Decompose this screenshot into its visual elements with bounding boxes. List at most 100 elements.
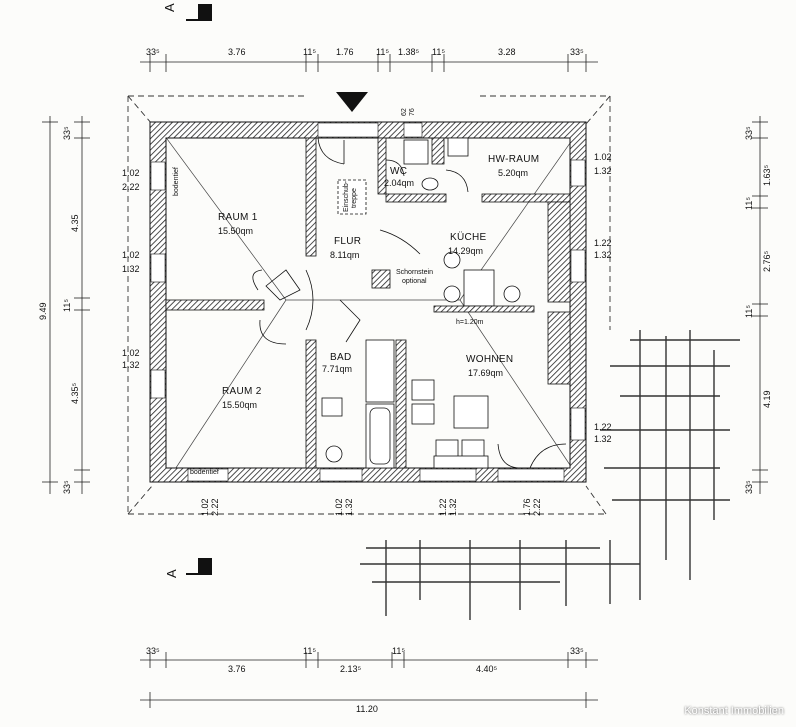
scan-artifact-lines bbox=[360, 330, 740, 620]
opening-bottom-2-bottom: 1.32 bbox=[344, 498, 354, 516]
dim-top-6: 11⁵ bbox=[432, 47, 445, 57]
dim-bottom-2: 11⁵ bbox=[303, 646, 316, 656]
dim-top-8: 33⁵ bbox=[570, 47, 584, 57]
roof-hip-lines bbox=[155, 123, 583, 481]
room-labels: RAUM 1 15.50qm RAUM 2 15.50qm FLUR 8.11q… bbox=[218, 154, 539, 410]
dim-right-5: 4.19 bbox=[762, 390, 772, 408]
note-schornstein: Schornstein bbox=[396, 269, 433, 276]
entrance-dim-0: 62 bbox=[401, 108, 408, 116]
opening-bottom-1-bottom: 2.22 bbox=[210, 498, 220, 516]
section-mark-top: A bbox=[162, 3, 212, 21]
dim-right-1: 1.63⁵ bbox=[762, 164, 772, 186]
room-hwraum-name: HW-RAUM bbox=[488, 154, 539, 165]
section-label-top: A bbox=[162, 3, 177, 12]
dim-bottom-1: 3.76 bbox=[228, 664, 246, 674]
dim-top-4: 11⁵ bbox=[376, 47, 389, 57]
dim-bottom-6: 33⁵ bbox=[570, 646, 584, 656]
dim-right-3: 2.76⁵ bbox=[762, 250, 772, 272]
dim-top-7: 3.28 bbox=[498, 47, 516, 57]
left-dimension-line bbox=[42, 116, 90, 494]
roof-outline bbox=[127, 95, 611, 515]
dim-top-3: 1.76 bbox=[336, 47, 354, 57]
bottom-dimension-line bbox=[140, 652, 598, 708]
room-wc-area: 2.04qm bbox=[384, 178, 414, 188]
dim-bottom-5: 4.40⁵ bbox=[476, 664, 498, 674]
section-mark-bottom: A bbox=[164, 558, 212, 578]
opening-right-2-top: 1.22 bbox=[594, 238, 612, 248]
opening-left-2-top: 1.02 bbox=[122, 250, 140, 260]
opening-right-1-top: 1.02 bbox=[594, 152, 612, 162]
left-dimension-labels: 33⁵ 4.35 11⁵ 4.35⁵ 33⁵ 9.49 bbox=[38, 126, 80, 494]
right-dimension-line bbox=[752, 116, 768, 494]
dim-top-1: 3.76 bbox=[228, 47, 246, 57]
dim-left-2: 11⁵ bbox=[62, 299, 72, 312]
opening-labels: 1.02 1.32 1.02 2.22 1.02 1.32 1.02 1.32 … bbox=[122, 152, 612, 516]
dim-top-5: 1.38⁵ bbox=[398, 47, 420, 57]
interior-walls bbox=[165, 137, 571, 469]
room-raum1-name: RAUM 1 bbox=[218, 212, 258, 223]
opening-bottom-1-top: 1.02 bbox=[200, 498, 210, 516]
opening-right-3-top: 1.22 bbox=[594, 422, 612, 432]
opening-bottom-3-top: 1.22 bbox=[438, 498, 448, 516]
right-dimension-labels: 33⁵ 1.63⁵ 11⁵ 2.76⁵ 11⁵ 4.19 33⁵ bbox=[744, 126, 772, 494]
opening-left-2-bottom: 1.32 bbox=[122, 264, 140, 274]
room-kueche-name: KÜCHE bbox=[450, 231, 487, 243]
doors bbox=[252, 137, 567, 469]
dim-left-3: 4.35⁵ bbox=[70, 382, 80, 404]
opening-right-1-bottom: 1.32 bbox=[594, 166, 612, 176]
opening-left-1-bottom: 2.22 bbox=[122, 182, 140, 192]
bottom-dimension-labels: 33⁵ 3.76 11⁵ 2.13⁵ 11⁵ 4.40⁵ 33⁵ 11.20 bbox=[146, 646, 584, 714]
opening-bottom-4-top: 1.76 bbox=[522, 498, 532, 516]
watermark: Konstant Immobilien bbox=[684, 705, 784, 717]
dim-left-1: 4.35 bbox=[70, 214, 80, 232]
room-bad-area: 7.71qm bbox=[322, 364, 352, 374]
fixtures bbox=[321, 137, 535, 469]
dim-right-6: 33⁵ bbox=[744, 480, 754, 494]
dim-top-0: 33⁵ bbox=[146, 47, 160, 57]
room-raum2-area: 15.50qm bbox=[222, 400, 257, 410]
note-bodentief-1: bodentief bbox=[173, 167, 180, 196]
note-treppe: treppe bbox=[351, 188, 358, 208]
plan-notes: bodentief bodentief Einschub- treppe Sch… bbox=[173, 167, 484, 476]
top-dimension-labels: 33⁵ 3.76 11⁵ 1.76 11⁵ 1.38⁵ 11⁵ 3.28 33⁵ bbox=[146, 47, 584, 57]
exterior-walls bbox=[149, 121, 587, 483]
dim-right-4: 11⁵ bbox=[744, 305, 754, 318]
note-bodentief-2: bodentief bbox=[190, 469, 219, 476]
dim-right-2: 11⁵ bbox=[744, 197, 754, 210]
entrance-dim-1: 76 bbox=[409, 108, 416, 116]
dim-bottom-0: 33⁵ bbox=[146, 646, 160, 656]
dim-left-4: 33⁵ bbox=[62, 480, 72, 494]
opening-bottom-4-bottom: 2.22 bbox=[532, 498, 542, 516]
room-hwraum-area: 5.20qm bbox=[498, 168, 528, 178]
note-height: h=1.20m bbox=[456, 319, 484, 326]
opening-right-3-bottom: 1.32 bbox=[594, 434, 612, 444]
dim-overall-width: 11.20 bbox=[356, 704, 378, 714]
room-wc-name: WC bbox=[390, 166, 407, 177]
entrance-arrow: 62 76 bbox=[336, 92, 416, 116]
opening-left-3-top: 1.02 bbox=[122, 348, 140, 358]
opening-bottom-2-top: 1.02 bbox=[334, 498, 344, 516]
room-raum1-area: 15.50qm bbox=[218, 226, 253, 236]
opening-bottom-3-bottom: 1.32 bbox=[448, 498, 458, 516]
room-wohnen-area: 17.69qm bbox=[468, 368, 503, 378]
room-raum2-name: RAUM 2 bbox=[222, 386, 262, 397]
dim-bottom-3: 2.13⁵ bbox=[340, 664, 362, 674]
room-flur-area: 8.11qm bbox=[330, 250, 359, 260]
opening-left-3-bottom: 1.32 bbox=[122, 360, 140, 370]
note-optional: optional bbox=[402, 278, 427, 285]
opening-left-1-top: 1.02 bbox=[122, 168, 140, 178]
top-dimension-line bbox=[140, 54, 598, 72]
dim-bottom-4: 11⁵ bbox=[392, 646, 405, 656]
note-einschub: Einschub- bbox=[343, 180, 350, 212]
dim-right-0: 33⁵ bbox=[744, 126, 754, 140]
room-bad-name: BAD bbox=[330, 352, 351, 363]
dim-top-2: 11⁵ bbox=[303, 47, 316, 57]
room-wohnen-name: WOHNEN bbox=[466, 354, 513, 365]
room-kueche-area: 14.29qm bbox=[448, 246, 483, 256]
room-flur-name: FLUR bbox=[334, 236, 361, 247]
dim-overall-height: 9.49 bbox=[38, 302, 48, 320]
section-label-bottom: A bbox=[164, 569, 179, 578]
opening-right-2-bottom: 1.32 bbox=[594, 250, 612, 260]
dim-left-0: 33⁵ bbox=[62, 126, 72, 140]
